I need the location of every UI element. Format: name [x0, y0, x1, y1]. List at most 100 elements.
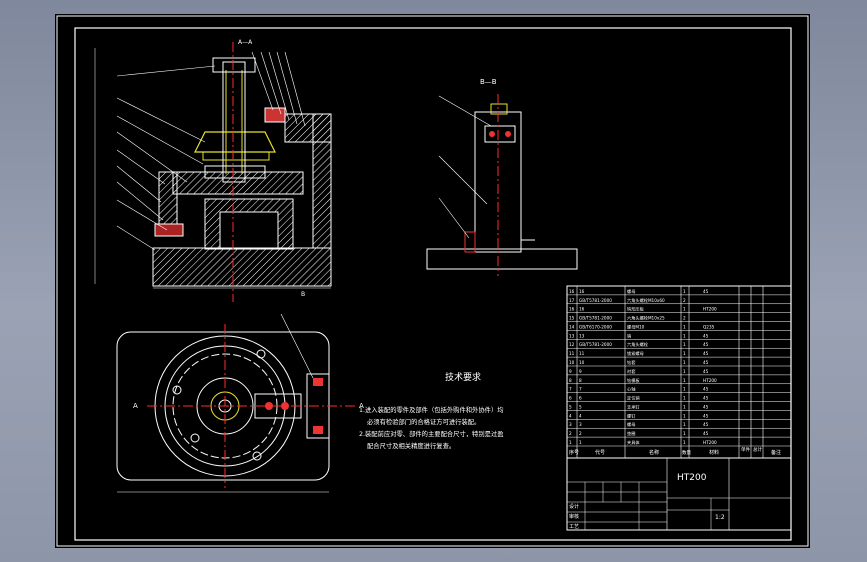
support-pin	[154, 223, 184, 237]
assembly-drawing[interactable]: A—A B B—B	[55, 14, 810, 548]
leader-11	[260, 51, 282, 115]
bom-cell-qty: 1	[683, 440, 686, 445]
top-view[interactable]: A A	[116, 313, 364, 493]
bom-cell-name: 螺母M10	[627, 323, 645, 330]
spindle-shaft	[222, 61, 246, 183]
bom-cell-material: 45	[703, 396, 709, 401]
tech-req-line1: 1.进入装配的零件及部件（包括外购件和外协件）均	[359, 405, 504, 414]
leader-7	[116, 115, 204, 165]
title-block[interactable]: HT200 1:2 设计 审核 工艺	[566, 457, 792, 531]
drill-plate	[194, 131, 276, 153]
clamp-block	[284, 113, 332, 143]
front-section-view[interactable]: A—A B	[94, 39, 332, 302]
bom-cell-material: HT200	[703, 440, 717, 445]
leader-10	[251, 51, 274, 111]
bolt-hole-2	[172, 385, 182, 395]
designer-label: 设计	[569, 503, 579, 510]
bom-cell-material: HT200	[703, 378, 717, 383]
bom-cell-material: Q235	[703, 324, 715, 329]
bom-cell-seq: 13	[569, 333, 575, 338]
leader-17	[438, 95, 492, 127]
base-plate	[152, 247, 332, 287]
body-cavity	[219, 211, 279, 249]
clamp-bolt	[264, 107, 286, 123]
bom-cell-code: 1	[579, 440, 582, 445]
post-bolt-top	[313, 378, 323, 386]
tech-req-line4: 配合尺寸及相关精度进行复查。	[367, 441, 455, 450]
bolt-head-right	[505, 131, 511, 137]
header-material: 材料	[709, 449, 719, 456]
bom-cell-name: 垫圈	[627, 430, 635, 437]
bolt-hole-3	[190, 433, 200, 443]
bom-cell-code: GB/T5781-2000	[579, 342, 612, 347]
bom-cell-name: 销	[627, 332, 631, 339]
leader-9	[116, 65, 216, 77]
top-nut	[212, 57, 256, 73]
bolt-hole-1	[256, 349, 266, 359]
bom-cell-qty: 1	[683, 404, 686, 409]
leader-14	[284, 51, 306, 127]
side-base	[426, 248, 578, 270]
bom-cell-material: 45	[703, 351, 709, 356]
process-label: 工艺	[569, 524, 579, 530]
leader-13	[276, 51, 298, 125]
bom-cell-name: 钻模板	[627, 377, 640, 384]
bom-cell-name: 螺母	[627, 421, 635, 428]
leader-2	[116, 199, 168, 231]
bom-cell-seq: 12	[569, 342, 575, 347]
bolt-hole-4	[252, 451, 262, 461]
clamp-arm	[254, 393, 302, 419]
bom-cell-qty: 1	[683, 422, 686, 427]
bom-cell-qty: 1	[683, 289, 686, 294]
bom-cell-seq: 10	[569, 360, 575, 365]
header-seq: 序号	[569, 449, 579, 456]
bom-cell-material: 45	[703, 342, 709, 347]
bom-cell-material: 45	[703, 369, 709, 374]
leader-3	[116, 181, 164, 221]
bom-cell-seq: 16	[569, 307, 575, 312]
leader-16	[438, 155, 488, 205]
bom-cell-code: 16	[579, 289, 585, 294]
bom-cell-qty: 1	[683, 360, 686, 365]
bom-cell-code: 11	[579, 351, 585, 356]
bom-cell-qty: 1	[683, 387, 686, 392]
bom-cell-qty: 1	[683, 378, 686, 383]
bom-cell-name: 螺钉	[627, 412, 636, 419]
bom-cell-qty: 2	[683, 298, 686, 303]
side-view-bb[interactable]: B—B	[426, 78, 578, 276]
bom-cell-seq: 2	[569, 431, 572, 436]
bom-cell-seq: 8	[569, 378, 572, 383]
bom-cell-code: 6	[579, 396, 582, 401]
bom-cell-code: 8	[579, 378, 582, 383]
bom-cell-material: 45	[703, 360, 709, 365]
leader-1	[116, 225, 156, 251]
bom-row[interactable]: 8 8 钻模板 1 HT200	[569, 377, 717, 384]
header-code: 代号	[595, 449, 605, 456]
bom-cell-code: 3	[579, 422, 582, 427]
section-label-aa: A—A	[238, 39, 253, 46]
drawing-sheet[interactable]: A—A B B—B	[55, 14, 810, 548]
bom-cell-name: 螺母	[627, 288, 635, 295]
bom-frame	[566, 285, 792, 459]
bom-cell-seq: 7	[569, 387, 572, 392]
bom-cell-seq: 6	[569, 396, 572, 401]
side-clamp	[484, 125, 516, 143]
